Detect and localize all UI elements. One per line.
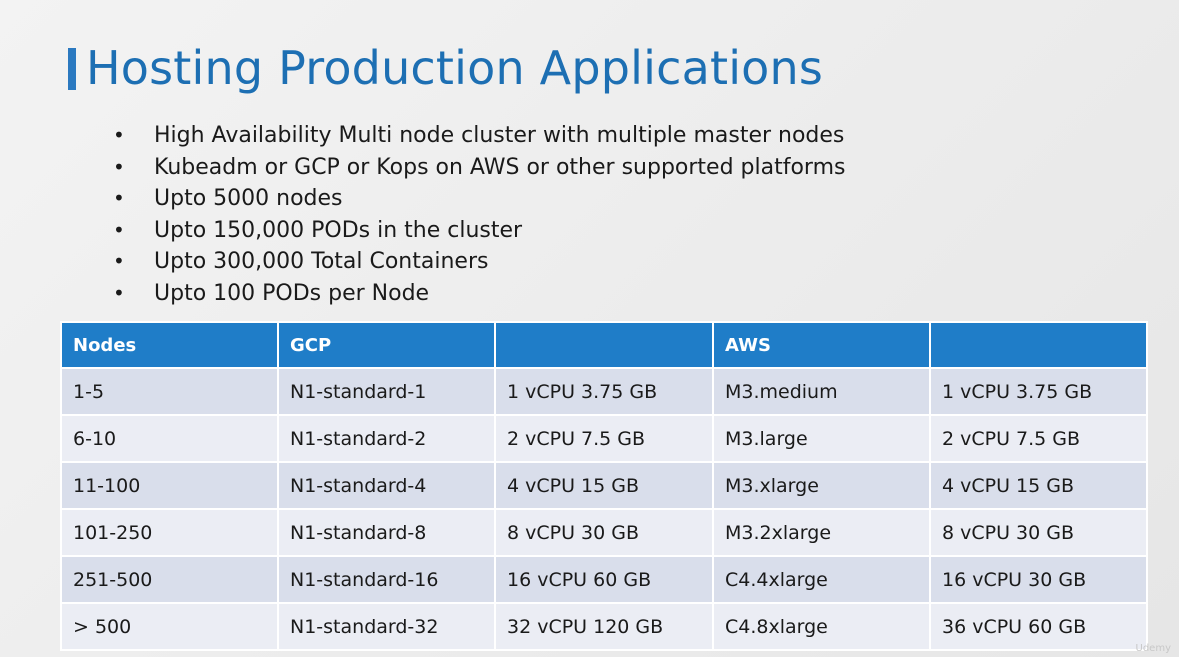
table-row: 101-250 N1-standard-8 8 vCPU 30 GB M3.2x…: [60, 508, 1148, 557]
cell-nodes: > 500: [60, 602, 279, 651]
cell-gcp-type: N1-standard-32: [277, 602, 496, 651]
table-row: > 500 N1-standard-32 32 vCPU 120 GB C4.8…: [60, 602, 1148, 651]
udemy-watermark: Udemy: [1135, 643, 1171, 654]
table-header-row: Nodes GCP AWS: [60, 321, 1148, 369]
cell-nodes: 251-500: [60, 555, 279, 604]
cell-gcp-spec: 16 vCPU 60 GB: [494, 555, 714, 604]
header-gcp-spec: [494, 321, 714, 369]
cell-aws-spec: 16 vCPU 30 GB: [929, 555, 1148, 604]
bullet-dot-icon: •: [113, 217, 125, 242]
header-aws-spec: [929, 321, 1148, 369]
cell-nodes: 6-10: [60, 414, 279, 463]
cell-aws-spec: 1 vCPU 3.75 GB: [929, 367, 1148, 416]
cell-aws-type: M3.large: [712, 414, 931, 463]
cell-gcp-spec: 8 vCPU 30 GB: [494, 508, 714, 557]
cell-gcp-type: N1-standard-16: [277, 555, 496, 604]
bullet-dot-icon: •: [113, 280, 125, 305]
header-aws: AWS: [712, 321, 931, 369]
cell-gcp-spec: 1 vCPU 3.75 GB: [494, 367, 714, 416]
header-gcp: GCP: [277, 321, 496, 369]
cell-aws-type: M3.2xlarge: [712, 508, 931, 557]
bullet-dot-icon: •: [113, 186, 125, 211]
bullet-text: Upto 5000 nodes: [154, 186, 343, 212]
cell-aws-spec: 4 vCPU 15 GB: [929, 461, 1148, 510]
title-accent-bar: [68, 48, 76, 90]
cell-aws-spec: 36 vCPU 60 GB: [929, 602, 1148, 651]
header-nodes: Nodes: [60, 321, 279, 369]
cell-gcp-spec: 4 vCPU 15 GB: [494, 461, 714, 510]
slide-title: Hosting Production Applications: [86, 41, 824, 95]
cell-aws-spec: 2 vCPU 7.5 GB: [929, 414, 1148, 463]
cell-gcp-type: N1-standard-4: [277, 461, 496, 510]
bullet-dot-icon: •: [113, 123, 125, 147]
cell-nodes: 101-250: [60, 508, 279, 557]
cell-gcp-spec: 32 vCPU 120 GB: [494, 602, 714, 651]
bullet-text: Upto 300,000 Total Containers: [154, 249, 489, 275]
cell-nodes: 11-100: [60, 461, 279, 510]
cell-gcp-type: N1-standard-2: [277, 414, 496, 463]
table-row: 6-10 N1-standard-2 2 vCPU 7.5 GB M3.larg…: [60, 414, 1148, 463]
table-row: 1-5 N1-standard-1 1 vCPU 3.75 GB M3.medi…: [60, 367, 1148, 416]
bullet-text: Upto 150,000 PODs in the cluster: [154, 217, 523, 243]
node-sizing-table: Nodes GCP AWS 1-5 N1-standard-1 1 vCPU 3…: [60, 321, 1148, 651]
bullet-dot-icon: •: [113, 154, 125, 179]
cell-aws-type: M3.medium: [712, 367, 931, 416]
cell-aws-spec: 8 vCPU 30 GB: [929, 508, 1148, 557]
cell-aws-type: C4.8xlarge: [712, 602, 931, 651]
bullet-dot-icon: •: [113, 249, 125, 274]
bullet-text: Kubeadm or GCP or Kops on AWS or other s…: [154, 154, 846, 180]
cell-gcp-type: N1-standard-1: [277, 367, 496, 416]
sizing-table: Nodes GCP AWS 1-5 N1-standard-1 1 vCPU 3…: [60, 321, 1148, 651]
table-row: 251-500 N1-standard-16 16 vCPU 60 GB C4.…: [60, 555, 1148, 604]
bullet-text: High Availability Multi node cluster wit…: [154, 123, 845, 148]
cell-gcp-spec: 2 vCPU 7.5 GB: [494, 414, 714, 463]
bullet-text: Upto 100 PODs per Node: [154, 280, 430, 306]
cell-aws-type: C4.4xlarge: [712, 555, 931, 604]
cell-nodes: 1-5: [60, 367, 279, 416]
cell-gcp-type: N1-standard-8: [277, 508, 496, 557]
table-row: 11-100 N1-standard-4 4 vCPU 15 GB M3.xla…: [60, 461, 1148, 510]
cell-aws-type: M3.xlarge: [712, 461, 931, 510]
